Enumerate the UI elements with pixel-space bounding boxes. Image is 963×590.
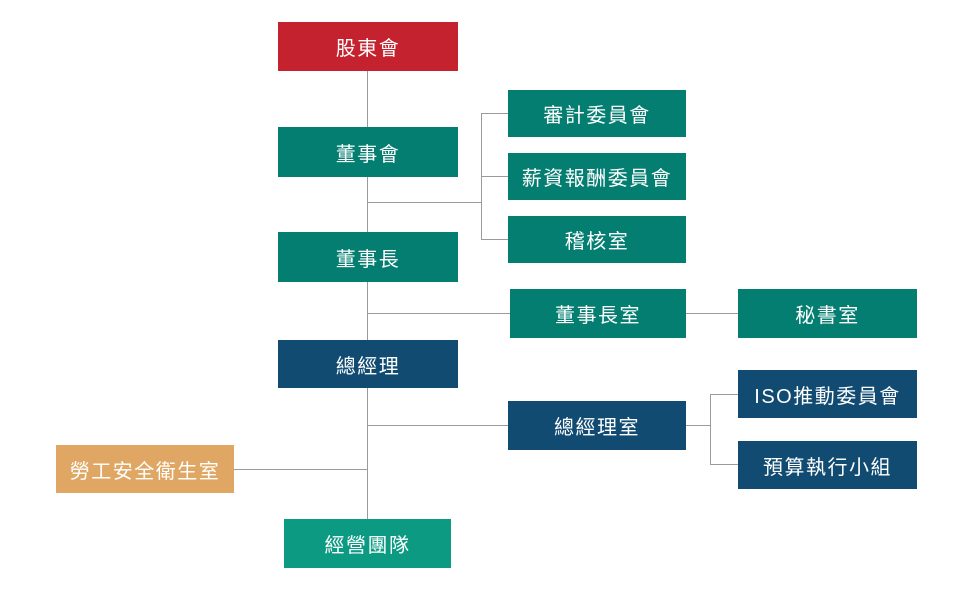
node-general-manager: 總經理	[278, 340, 458, 388]
node-budget-team-label: 預算執行小組	[763, 456, 892, 479]
node-secretary-office-label: 秘書室	[795, 305, 860, 327]
node-iso-committee-label: ISO推動委員會	[754, 385, 901, 408]
connector-gm-management-team	[367, 388, 368, 519]
node-chairman-office: 董事長室	[510, 289, 686, 338]
node-secretary-office: 秘書室	[738, 289, 917, 338]
node-audit-office-label: 稽核室	[564, 231, 630, 253]
connector-committees-rail	[481, 113, 482, 240]
node-gm-office-label: 總經理室	[554, 417, 640, 439]
connector-board-chairman	[367, 177, 368, 232]
node-board: 董事會	[278, 127, 458, 177]
node-management-team: 經營團隊	[284, 519, 451, 568]
connector-stub-iso-committee	[711, 394, 738, 395]
node-compensation-committee: 薪資報酬委員會	[508, 153, 686, 200]
node-budget-team: 預算執行小組	[738, 441, 917, 489]
node-general-manager-label: 總經理	[335, 355, 401, 378]
connector-stub-audit-office	[482, 239, 508, 240]
node-compensation-committee-label: 薪資報酬委員會	[521, 168, 673, 190]
node-chairman: 董事長	[278, 232, 458, 282]
node-shareholders: 股東會	[278, 22, 458, 71]
node-labor-safety-office: 勞工安全衛生室	[56, 445, 234, 493]
connector-chairman-office-branch	[368, 313, 510, 314]
node-labor-safety-office-label: 勞工安全衛生室	[69, 460, 221, 483]
connector-chairman-office-secretary	[686, 313, 738, 314]
connector-stub-audit-committee	[482, 113, 508, 114]
node-board-label: 董事會	[335, 143, 401, 166]
node-chairman-label: 董事長	[335, 248, 401, 271]
connector-gm-office-branch	[368, 425, 508, 426]
node-audit-committee: 審計委員會	[508, 90, 686, 137]
node-gm-office: 總經理室	[508, 401, 686, 450]
connector-chairman-gm	[367, 282, 368, 340]
node-iso-committee: ISO推動委員會	[738, 370, 917, 418]
node-audit-office: 稽核室	[508, 216, 686, 263]
node-audit-committee-label: 審計委員會	[543, 105, 651, 127]
node-chairman-office-label: 董事長室	[555, 305, 641, 327]
node-management-team-label: 經營團隊	[324, 535, 411, 557]
node-shareholders-label: 股東會	[335, 38, 401, 60]
connector-gm-office-rail	[710, 394, 711, 465]
connector-gm-office-right-stub	[686, 425, 711, 426]
connector-stub-budget-team	[711, 464, 738, 465]
connector-board-committees-branch	[368, 202, 482, 203]
connector-labor-safety-gm	[234, 469, 368, 470]
connector-shareholders-board	[367, 71, 368, 128]
connector-stub-compensation	[482, 176, 508, 177]
